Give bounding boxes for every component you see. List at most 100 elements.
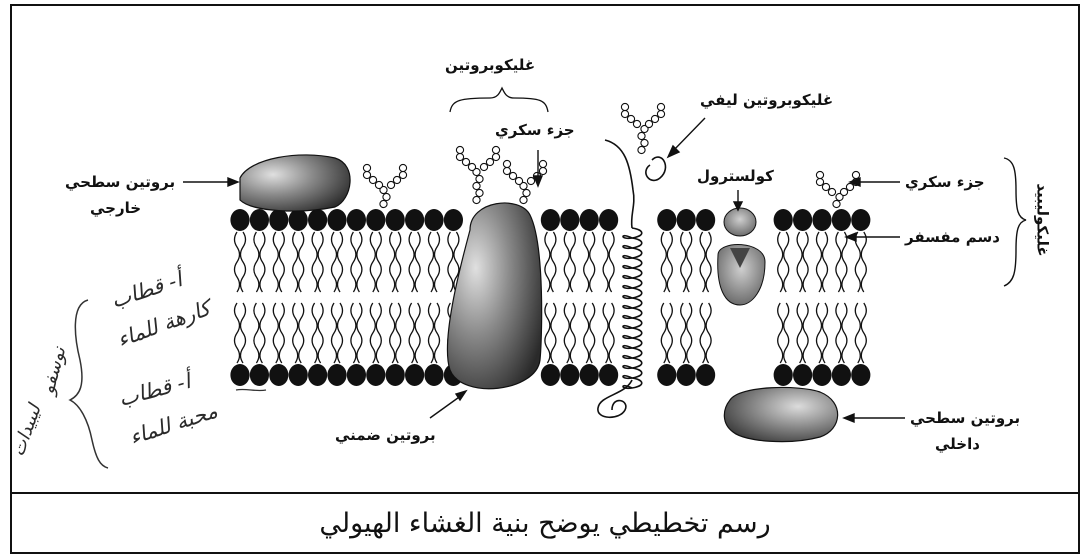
sugar-unit: [638, 146, 645, 153]
phospholipid-head: [386, 209, 405, 231]
fatty-acid-tail: [667, 303, 672, 363]
fatty-acid-tail: [797, 303, 802, 363]
sugar-unit: [657, 110, 664, 117]
sugar-unit: [520, 196, 527, 203]
fatty-acid-tail: [706, 303, 711, 363]
fatty-acid-tail: [545, 232, 550, 292]
phospholipid-head: [851, 364, 870, 386]
fatty-acid-tail: [700, 232, 705, 292]
phospholipid-head: [812, 209, 831, 231]
fatty-acid-tail: [390, 232, 395, 292]
fatty-acid-tail: [254, 303, 259, 363]
phospholipid-head: [696, 209, 715, 231]
fatty-acid-tail: [609, 303, 614, 363]
sugar-unit: [828, 188, 835, 195]
phospholipid-head: [560, 364, 579, 386]
phospholipid-head: [405, 364, 424, 386]
phospholipid-head: [599, 364, 618, 386]
fatty-acid-tail: [318, 232, 323, 292]
phospholipid-head: [308, 364, 327, 386]
fatty-acid-tail: [681, 303, 686, 363]
sugar-chains: [363, 103, 859, 207]
sugar-unit: [515, 177, 522, 184]
sugar-unit: [383, 193, 390, 200]
phospholipid-head: [347, 209, 366, 231]
fatty-acid-tail: [338, 303, 343, 363]
fatty-acid-tail: [293, 303, 298, 363]
fatty-acid-tail: [273, 232, 278, 292]
sugar-unit: [456, 146, 463, 153]
fatty-acid-tail: [357, 303, 362, 363]
fatty-acid-tail: [370, 232, 375, 292]
fatty-acid-tail: [396, 303, 401, 363]
sugar-unit: [527, 177, 534, 184]
fatty-acid-tail: [564, 303, 569, 363]
fatty-acid-tail: [797, 232, 802, 292]
fatty-acid-tail: [435, 232, 440, 292]
sugar-unit: [645, 120, 652, 127]
handwritten-brace: [70, 300, 108, 468]
phospholipid-head: [250, 209, 269, 231]
fatty-acid-tail: [551, 232, 556, 292]
fatty-acid-tail: [564, 232, 569, 292]
fatty-acid-tail: [817, 232, 822, 292]
fatty-acid-tail: [855, 303, 860, 363]
phospholipid-head: [269, 364, 288, 386]
label-phospholipid: دسم مفسفر: [905, 227, 1000, 247]
phospholipid-head: [774, 209, 793, 231]
sugar-unit: [473, 182, 480, 189]
fatty-acid-tail: [312, 232, 317, 292]
fatty-acid-tail: [338, 232, 343, 292]
integral-protein: [447, 203, 541, 389]
fatty-acid-tail: [667, 232, 672, 292]
sugar-unit: [846, 183, 853, 190]
fatty-acid-tail: [376, 232, 381, 292]
fatty-acid-tail: [681, 232, 686, 292]
fatty-acid-tail: [429, 303, 434, 363]
fatty-acid-tail: [235, 303, 240, 363]
sugar-unit: [621, 103, 628, 110]
label-external-surface-protein-1: بروتين سطحي: [65, 172, 175, 192]
fatty-acid-tail: [435, 303, 440, 363]
label-cholesterol: كولسترول: [697, 166, 774, 186]
fatty-acid-tail: [823, 232, 828, 292]
sugar-unit: [492, 153, 499, 160]
fatty-acid-tail: [700, 303, 705, 363]
sugar-unit: [638, 132, 645, 139]
sugar-unit: [641, 139, 648, 146]
sugar-unit: [539, 160, 546, 167]
fatty-acid-tail: [241, 232, 246, 292]
fatty-acid-tail: [570, 232, 575, 292]
glycolipid-brace: [1004, 158, 1026, 286]
sugar-unit: [627, 115, 634, 122]
sugar-unit: [393, 176, 400, 183]
fatty-acid-tail: [784, 232, 789, 292]
phospholipid-head: [289, 209, 308, 231]
sugar-unit: [833, 200, 840, 207]
external-surface-protein: [240, 155, 350, 211]
fatty-acid-tail: [351, 303, 356, 363]
sugar-unit: [822, 183, 829, 190]
sugar-unit: [816, 171, 823, 178]
phospholipid-head: [696, 364, 715, 386]
fatty-acid-tail: [318, 303, 323, 363]
fatty-acid-tail: [409, 232, 414, 292]
phospholipid-head: [677, 364, 696, 386]
phospholipid-head: [832, 209, 851, 231]
phospholipid-heads-inner: [230, 364, 870, 386]
phospholipid-head: [541, 364, 560, 386]
sugar-unit: [657, 103, 664, 110]
sugar-unit: [456, 153, 463, 160]
fatty-acid-tail: [293, 232, 298, 292]
internal-surface-protein: [724, 387, 837, 441]
fatty-acid-tail: [415, 232, 420, 292]
phospholipid-head: [327, 209, 346, 231]
fatty-acid-tail: [861, 232, 866, 292]
fatty-acid-tail: [778, 303, 783, 363]
phospholipid-head: [832, 364, 851, 386]
fatty-acid-tail: [584, 232, 589, 292]
fatty-acid-tail: [551, 303, 556, 363]
sugar-unit: [363, 164, 370, 171]
sugar-unit: [476, 189, 483, 196]
fatty-acid-tail: [803, 303, 808, 363]
